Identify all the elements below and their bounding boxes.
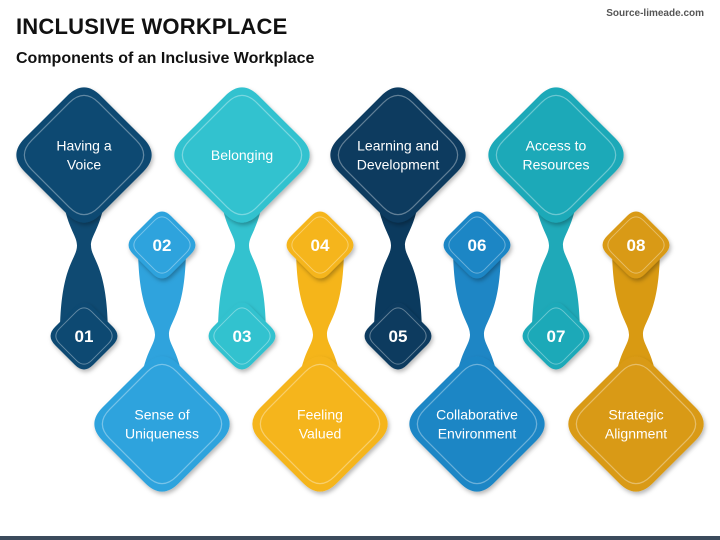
component-number: 02: [153, 236, 172, 255]
number-diamond-inner-outline: [133, 216, 191, 274]
component-label-line: Valued: [299, 426, 342, 442]
bottom-bar: [0, 536, 720, 540]
number-diamond-08: [602, 211, 670, 279]
label-diamond-inner-outline: [495, 94, 617, 216]
label-diamond-sense-of-uniqueness: [94, 356, 230, 492]
label-diamond-inner-outline: [575, 363, 697, 485]
number-diamond-inner-outline: [607, 216, 665, 274]
component-label-line: Sense of: [134, 407, 189, 423]
label-diamond-having-a-voice: [16, 87, 152, 223]
component-number: 01: [75, 327, 94, 346]
label-diamond-collaborative-environment: [409, 356, 545, 492]
number-diamond-inner-outline: [369, 307, 427, 365]
component-02: Sense of Uniqueness 02: [94, 211, 230, 492]
source-credit: Source-limeade.com: [606, 8, 704, 19]
label-diamond-inner-outline: [101, 363, 223, 485]
page-title: INCLUSIVE WORKPLACE: [16, 14, 288, 39]
label-diamond-inner-outline: [23, 94, 145, 216]
component-01: Having a Voice 01: [16, 87, 152, 370]
component-label-line: Alignment: [605, 426, 667, 442]
label-diamond-inner-outline: [416, 363, 538, 485]
label-diamond-feeling-valued: [252, 356, 388, 492]
number-diamond-02: [128, 211, 196, 279]
page-subtitle: Components of an Inclusive Workplace: [16, 50, 315, 67]
number-diamond-inner-outline: [291, 216, 349, 274]
label-diamond-inner-outline: [259, 363, 381, 485]
component-label-line: Environment: [438, 426, 517, 442]
component-number: 08: [627, 236, 646, 255]
label-diamond-access-to-resources: [488, 87, 624, 223]
component-label-line: Development: [357, 157, 440, 173]
number-diamond-inner-outline: [213, 307, 271, 365]
component-label-line: Learning and: [357, 138, 439, 154]
number-diamond-01: [50, 302, 118, 370]
label-diamond-inner-outline: [337, 94, 459, 216]
component-label-line: Strategic: [608, 407, 663, 423]
component-label-line: Voice: [67, 157, 101, 173]
label-diamond-belonging: [174, 87, 310, 223]
component-number: 05: [389, 327, 408, 346]
component-label-line: Belonging: [211, 147, 273, 163]
component-label-line: Uniqueness: [125, 426, 199, 442]
component-label-line: Access to: [526, 138, 587, 154]
component-number: 04: [311, 236, 330, 255]
component-label-line: Collaborative: [436, 407, 518, 423]
component-number: 03: [233, 327, 252, 346]
number-diamond-03: [208, 302, 276, 370]
label-diamond-inner-outline: [181, 94, 303, 216]
component-label-line: Having a: [56, 138, 111, 154]
number-diamond-06: [443, 211, 511, 279]
component-07: Access to Resources 07: [488, 87, 624, 370]
label-diamond-learning-and-development: [330, 87, 466, 223]
number-diamond-inner-outline: [527, 307, 585, 365]
number-diamond-07: [522, 302, 590, 370]
component-number: 06: [468, 236, 487, 255]
number-diamond-05: [364, 302, 432, 370]
label-diamond-strategic-alignment: [568, 356, 704, 492]
component-03: Belonging 03: [174, 87, 310, 370]
number-diamond-inner-outline: [55, 307, 113, 365]
component-label-line: Resources: [523, 157, 590, 173]
number-diamond-04: [286, 211, 354, 279]
component-label-line: Feeling: [297, 407, 343, 423]
number-diamond-inner-outline: [448, 216, 506, 274]
component-number: 07: [547, 327, 566, 346]
